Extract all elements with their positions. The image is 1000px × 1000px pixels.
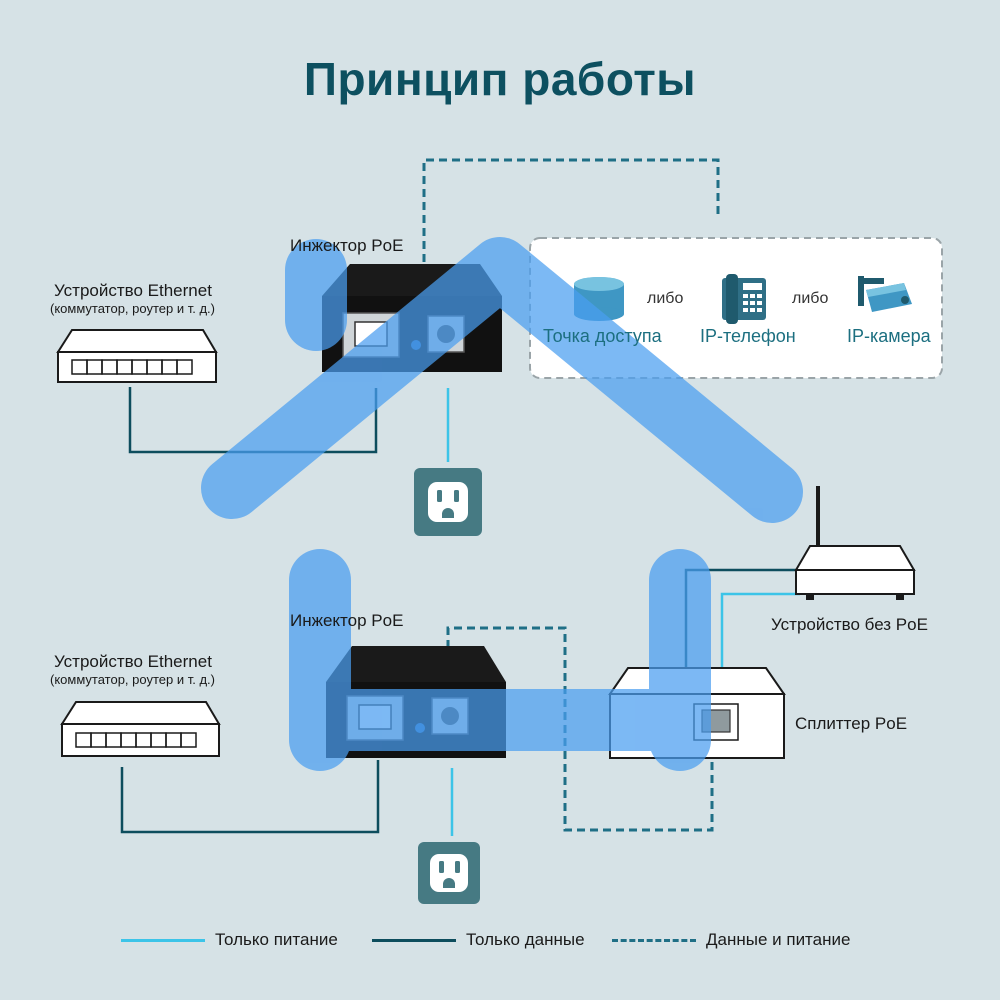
page-title: Принцип работы — [303, 53, 697, 105]
bottom-ethernet-switch-icon — [60, 701, 221, 757]
bottom-data-line — [120, 760, 380, 834]
legend-item-data-only: Только данные — [372, 930, 585, 950]
bottom-ethernet-label: Устройство Ethernet — [54, 652, 212, 671]
splitter-power-line — [720, 592, 800, 668]
bottom-injector-label: Инжектор PoE — [290, 611, 404, 630]
legend-swatch-data-and-power — [612, 938, 696, 942]
legend-swatch-data-only — [372, 938, 456, 942]
bottom-ethernet-sublabel: (коммутатор, роутер и т. д.) — [50, 672, 215, 687]
non-poe-device-label: Устройство без PoE — [771, 615, 928, 634]
or-label-2: либо — [792, 290, 829, 307]
device-label-ip-phone: IP-телефон — [700, 326, 796, 346]
legend-item-data-and-power: Данные и питание — [612, 930, 850, 950]
legend-label-data-only: Только данные — [466, 930, 585, 949]
splitter-label: Сплиттер PoE — [795, 714, 908, 733]
non-poe-device-icon — [794, 486, 916, 600]
top-injector-label: Инжектор PoE — [290, 236, 404, 255]
legend-swatch-power-only — [121, 938, 205, 942]
device-label-access-point: Точка доступа — [543, 326, 662, 346]
legend: Только питание Только данные Данные и пи… — [0, 930, 1000, 952]
top-ethernet-switch-icon — [56, 329, 218, 383]
ip-camera-icon — [858, 276, 912, 312]
device-label-ip-camera: IP-камера — [847, 326, 931, 346]
bottom-power-outlet-icon — [418, 842, 480, 904]
ip-phone-icon — [722, 274, 766, 324]
legend-label-data-and-power: Данные и питание — [706, 930, 851, 949]
top-data-power-line — [422, 158, 720, 262]
legend-item-power-only: Только питание — [121, 930, 338, 950]
or-label-1: либо — [647, 290, 684, 307]
legend-label-power-only: Только питание — [215, 930, 338, 949]
top-ethernet-sublabel: (коммутатор, роутер и т. д.) — [50, 301, 215, 316]
top-ethernet-label: Устройство Ethernet — [54, 281, 212, 300]
highlight-overlay — [201, 237, 803, 771]
top-power-outlet-icon — [414, 468, 482, 536]
